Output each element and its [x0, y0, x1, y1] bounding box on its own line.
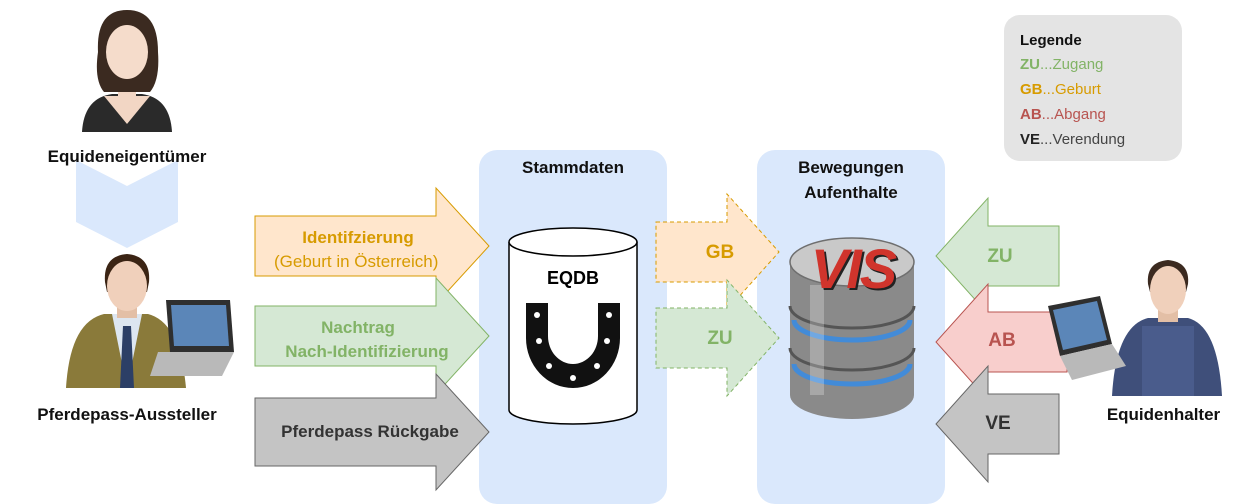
- keeper-ve-arrow: [935, 364, 1060, 484]
- legend-box: Legende ZU...Zugang GB...Geburt AB...Abg…: [1004, 15, 1182, 161]
- issuer-label: Pferdepass-Aussteller: [37, 405, 217, 424]
- bewegungen-title: Bewegungen: [798, 158, 904, 177]
- legend-item-ab: AB...Abgang: [1020, 106, 1106, 123]
- legend-item-zu: ZU...Zugang: [1020, 56, 1103, 73]
- legend-text: ...Geburt: [1042, 81, 1101, 98]
- horseshoe-icon: [526, 303, 620, 388]
- legend-code: GB: [1020, 81, 1043, 98]
- gb-transfer-arrow: [655, 192, 780, 312]
- legend-code: AB: [1020, 106, 1042, 123]
- return-arrow: [254, 372, 490, 492]
- vis-logo-text: VIS: [810, 237, 897, 300]
- issuer-avatar-icon: [66, 254, 234, 388]
- identification-arrow: [254, 186, 490, 306]
- owner-label: Equideneigentümer: [47, 147, 207, 166]
- identification-sublabel: (Geburt in Österreich): [274, 252, 439, 271]
- keeper-avatar-icon: [1048, 260, 1222, 396]
- stammdaten-title: Stammdaten: [521, 158, 625, 177]
- gb-transfer-label: GB: [705, 242, 735, 263]
- supplement-label: Nachtrag: [321, 318, 395, 337]
- zu-transfer-label: ZU: [707, 328, 733, 349]
- owner-avatar-icon: [82, 10, 172, 132]
- aufenthalte-title: Aufenthalte: [804, 183, 898, 202]
- supplement-sublabel: Nach-Identifizierung: [285, 342, 449, 361]
- keeper-ab-arrow: [935, 282, 1068, 402]
- legend-text: ...Verendung: [1040, 131, 1126, 148]
- keeper-ab-label: AB: [988, 330, 1016, 351]
- legend-item-gb: GB...Geburt: [1020, 81, 1101, 98]
- eqdb-label: EQDB: [546, 268, 599, 288]
- return-label: Pferdepass Rückgabe: [281, 422, 459, 441]
- keeper-ve-label: VE: [985, 413, 1011, 434]
- legend-item-ve: VE...Verendung: [1020, 131, 1125, 148]
- keeper-label: Equidenhalter: [1106, 405, 1221, 424]
- supplement-arrow: [254, 276, 490, 396]
- keeper-zu-arrow: [935, 196, 1060, 316]
- legend-text: ...Zugang: [1040, 56, 1104, 73]
- vis-database-icon: [788, 237, 916, 419]
- owner-to-issuer-chevron: [76, 160, 178, 248]
- legend-text: ...Abgang: [1041, 106, 1106, 123]
- identification-label: Identifzierung: [302, 228, 414, 247]
- legend-code: ZU: [1020, 56, 1040, 73]
- zu-transfer-arrow: [655, 278, 780, 398]
- eqdb-database-icon: [508, 227, 638, 425]
- legend-title: Legende: [1020, 32, 1082, 49]
- keeper-zu-label: ZU: [987, 246, 1013, 267]
- legend-code: VE: [1020, 131, 1041, 148]
